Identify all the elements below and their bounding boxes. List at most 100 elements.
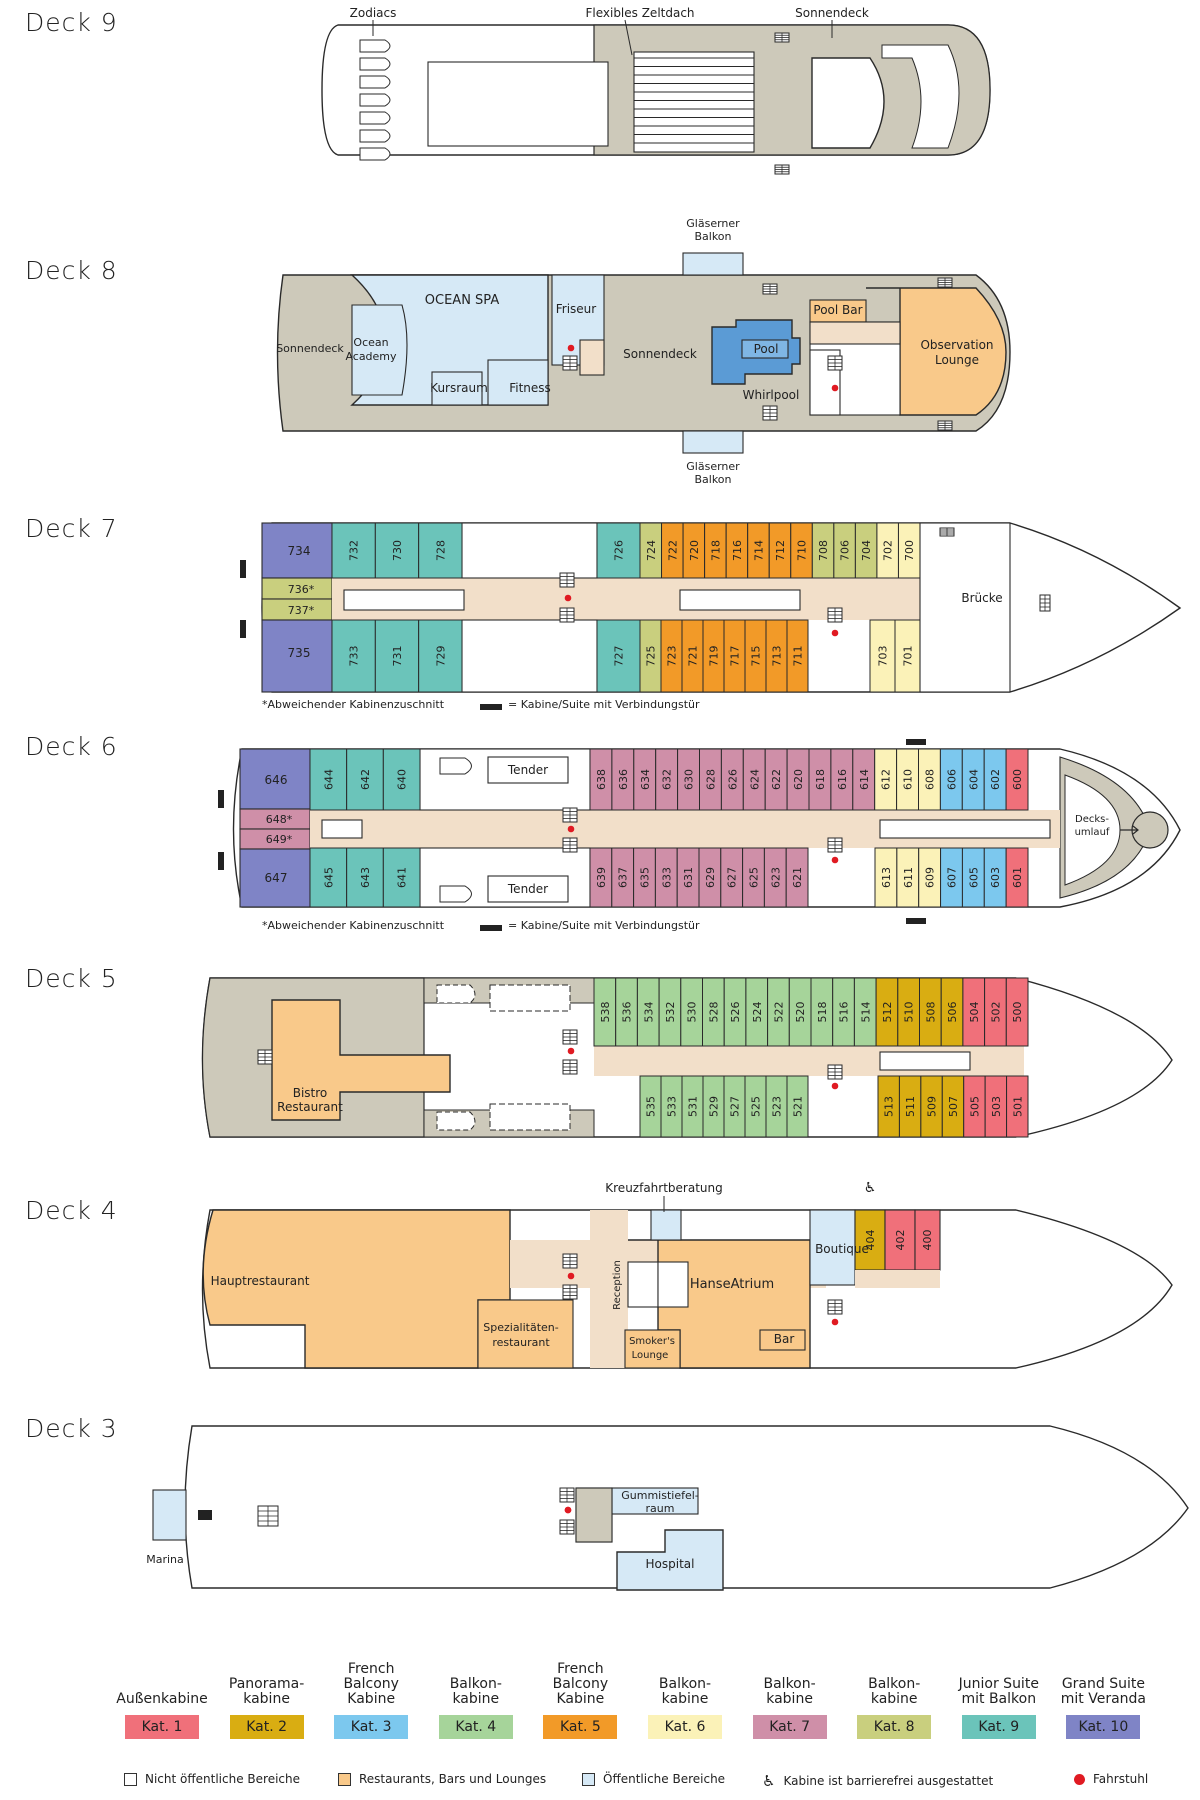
legend-title: Balkon-kabine <box>868 1676 921 1707</box>
cabin-number-504: 504 <box>968 1002 981 1023</box>
legend-chip: Kat. 8 <box>857 1715 932 1739</box>
tender-bot-box <box>487 875 569 903</box>
cabin-number-711: 711 <box>792 646 805 667</box>
cabin-number-604: 604 <box>967 769 980 790</box>
elevator-dot-icon <box>1074 1773 1085 1785</box>
cabin-number-618: 618 <box>814 769 827 790</box>
cabin-number-712: 712 <box>774 540 787 561</box>
cabin-number-701: 701 <box>902 646 915 667</box>
zodiac-boat-icon <box>359 57 391 71</box>
cabin-number-508: 508 <box>924 1002 937 1023</box>
cabin-number-610: 610 <box>902 769 915 790</box>
cabin-number-631: 631 <box>682 867 695 888</box>
cabin-642 <box>346 748 384 811</box>
cabin-number-734: 734 <box>288 544 311 558</box>
cabin-number-735: 735 <box>288 646 311 660</box>
smokers-label: Smoker's <box>629 1336 675 1347</box>
connecting-door-icon <box>480 704 502 710</box>
cabin-number-649: 649* <box>266 833 293 846</box>
legend-title: Balkon-kabine <box>449 1676 502 1707</box>
stairs-icon <box>562 837 578 853</box>
hospital-label: Hospital <box>646 1557 695 1571</box>
pool-basin <box>741 339 789 359</box>
dashed-boat-icon <box>436 1111 476 1131</box>
cabin-number-532: 532 <box>664 1002 677 1023</box>
stairs-icon <box>937 420 953 431</box>
legend-chip: Kat. 7 <box>752 1715 827 1739</box>
reception-label: Reception <box>612 1260 623 1310</box>
glass-balcony-label-2: Balkon <box>694 473 731 486</box>
cabin-number-718: 718 <box>709 540 722 561</box>
cabin-number-507: 507 <box>947 1096 960 1117</box>
key-accessible-label: Kabine ist barrierefrei ausgestattet <box>783 1774 994 1788</box>
cabin-number-630: 630 <box>683 769 696 790</box>
cabin-number-737: 737* <box>288 604 315 617</box>
cabin-701 <box>894 619 921 693</box>
tender-dashed-bot <box>489 1103 571 1131</box>
cabin-number-534: 534 <box>642 1002 655 1023</box>
cabin-number-728: 728 <box>434 540 447 561</box>
deck-7-connecting-note: = Kabine/Suite mit Verbindungstür <box>508 698 700 711</box>
elevator-dot-icon <box>567 1047 575 1055</box>
kreuzfahrtberatung <box>650 1209 682 1241</box>
cabin-646 <box>239 748 311 810</box>
cabin-number-607: 607 <box>946 867 959 888</box>
whirlpool-label: Whirlpool <box>743 388 800 402</box>
legend-title: Außenkabine <box>116 1691 208 1707</box>
cabin-number-731: 731 <box>391 646 404 667</box>
stairs-icon <box>562 1029 578 1045</box>
stairs-icon <box>559 607 575 623</box>
cabin-521 <box>786 1075 809 1138</box>
cabin-number-523: 523 <box>771 1096 784 1117</box>
cabin-number-703: 703 <box>877 646 890 667</box>
cabin-number-716: 716 <box>731 540 744 561</box>
pool-bar-label: Pool Bar <box>813 303 862 317</box>
cabin-number-623: 623 <box>769 867 782 888</box>
cabin-number-637: 637 <box>617 867 630 888</box>
cabin-732 <box>331 522 376 579</box>
stairs-icon <box>774 164 790 175</box>
cabin-number-719: 719 <box>708 646 721 667</box>
cabin-number-613: 613 <box>880 867 893 888</box>
cabin-number-609: 609 <box>924 867 937 888</box>
hospital-room <box>616 1529 724 1591</box>
cabin-number-635: 635 <box>639 867 652 888</box>
connecting-door-icon <box>240 560 246 578</box>
gummistiefel-label: Gummistiefel- <box>621 1489 699 1502</box>
cabin-number-404: 404 <box>864 1230 877 1251</box>
cabin-number-722: 722 <box>666 540 679 561</box>
cabin-number-643: 643 <box>359 867 372 888</box>
glass-balcony-label: Gläserner <box>686 217 740 230</box>
tender-top-label: Tender <box>507 763 548 777</box>
tender-boat-icon <box>439 757 472 775</box>
cabin-number-536: 536 <box>621 1002 634 1023</box>
cabin-number-531: 531 <box>687 1096 700 1117</box>
cabin-645 <box>309 847 348 908</box>
cabin-600 <box>1005 748 1029 811</box>
cabin-number-606: 606 <box>945 769 958 790</box>
deck-7-service-bot <box>461 619 598 693</box>
bistro-label: Bistro <box>293 1086 328 1100</box>
tender-boat-icon <box>439 885 472 903</box>
key-public-label: Öffentliche Bereiche <box>603 1772 726 1786</box>
zodiacs-label: Zodiacs <box>350 6 397 20</box>
cabin-number-646: 646 <box>265 773 288 787</box>
friseur-label: Friseur <box>556 302 597 316</box>
legend-title: Balkon-kabine <box>763 1676 816 1707</box>
elevator-dot-icon <box>831 1082 839 1090</box>
marina-area <box>152 1489 187 1541</box>
cabin-number-611: 611 <box>902 867 915 888</box>
cabin-number-641: 641 <box>396 867 409 888</box>
stairs-icon <box>559 1487 575 1503</box>
spezialitaeten-restaurant <box>477 1299 574 1369</box>
cabin-number-528: 528 <box>707 1002 720 1023</box>
tender-dashed-top <box>489 984 571 1012</box>
